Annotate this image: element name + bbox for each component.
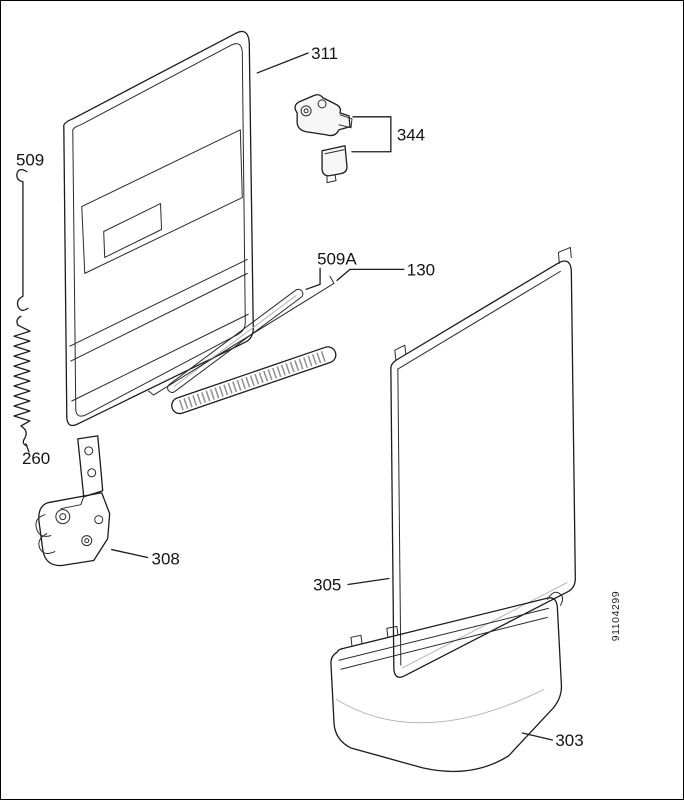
panel-fold-line-1 [69, 258, 248, 347]
leader-260 [25, 443, 30, 453]
lock-screw-hole-outer [300, 105, 312, 117]
base-hook [546, 591, 564, 606]
trim-strip [167, 288, 304, 393]
part-label-311: 311 [311, 44, 338, 63]
lock-catch-foot [326, 174, 337, 184]
lock-catch-edge [324, 149, 345, 155]
handle-recess [81, 129, 243, 274]
outer-door-inner-edge-left [397, 368, 402, 666]
part-label-303: 303 [555, 731, 583, 750]
hinge-hole-small [94, 515, 104, 525]
hinge-plate [77, 435, 104, 498]
leader-130 [336, 268, 405, 281]
spring-rod-wire [16, 168, 29, 311]
inner-door-panel [63, 30, 254, 427]
door-hinge [35, 435, 111, 567]
hinge-claw-lower [38, 533, 56, 554]
hinge-arm-edge [60, 496, 85, 510]
inner-door-outline [63, 30, 254, 427]
part-label-509a: 509A [317, 249, 357, 268]
leader-305 [347, 577, 390, 586]
leader-311 [256, 52, 309, 74]
hinge-plate-hole-1 [84, 446, 94, 456]
handle-strip [171, 346, 337, 415]
coil-spring-wire [13, 315, 31, 447]
part-label-344: 344 [397, 126, 425, 145]
lock-screw-hole-inner [303, 108, 309, 114]
outer-door-panel [390, 246, 576, 678]
outer-door-tab-right [557, 246, 572, 264]
inner-door-inner-edge [72, 43, 246, 417]
base-tab-2 [386, 625, 399, 638]
hinge-hole-inner [84, 538, 90, 544]
base-rim-line-2 [340, 616, 548, 670]
lock-bracket [294, 94, 351, 137]
hinge-rod [148, 275, 335, 396]
hinge-pivot-outer [55, 509, 71, 525]
base-tab-1 [350, 634, 363, 647]
hinge-bracket [38, 492, 111, 567]
leader-303 [521, 732, 554, 741]
leader-509a [305, 267, 321, 290]
hinge-claw-upper [35, 514, 52, 537]
handle-slot [103, 203, 163, 258]
lock-arm [338, 114, 353, 129]
part-label-305: 305 [313, 575, 341, 594]
coil-spring [13, 315, 31, 447]
panel-fold-line-2 [70, 272, 248, 362]
panel-fold-line-3 [71, 313, 249, 402]
outer-door-outline [390, 260, 576, 678]
trim-strip-body [167, 288, 304, 393]
base-panel [330, 591, 564, 773]
outer-door-tab-left [394, 344, 407, 361]
bracket-344 [351, 116, 392, 153]
part-label-308: 308 [152, 550, 180, 569]
doc-number: 91104299 [611, 591, 622, 642]
trim-strip-ridge [173, 294, 297, 387]
hinge-plate-hole-2 [87, 468, 97, 478]
lock-pivot-hole [317, 99, 327, 109]
door-spring-rod [16, 168, 29, 311]
outer-door-inner-edge-bottom [401, 582, 568, 669]
hinge-pivot-inner [59, 513, 67, 521]
base-rim-line-1 [338, 607, 549, 661]
outer-door-inner-edge-top [397, 270, 561, 370]
base-inner-curve [335, 688, 545, 724]
hinge-hole-outer [81, 535, 93, 547]
base-outline [330, 597, 563, 773]
leader-308 [111, 548, 149, 559]
part-label-260: 260 [22, 449, 50, 468]
part-label-130: 130 [407, 260, 435, 279]
part-label-509: 509 [16, 151, 44, 170]
handle-strip-body [171, 346, 337, 415]
door-lock-assembly [294, 94, 353, 184]
